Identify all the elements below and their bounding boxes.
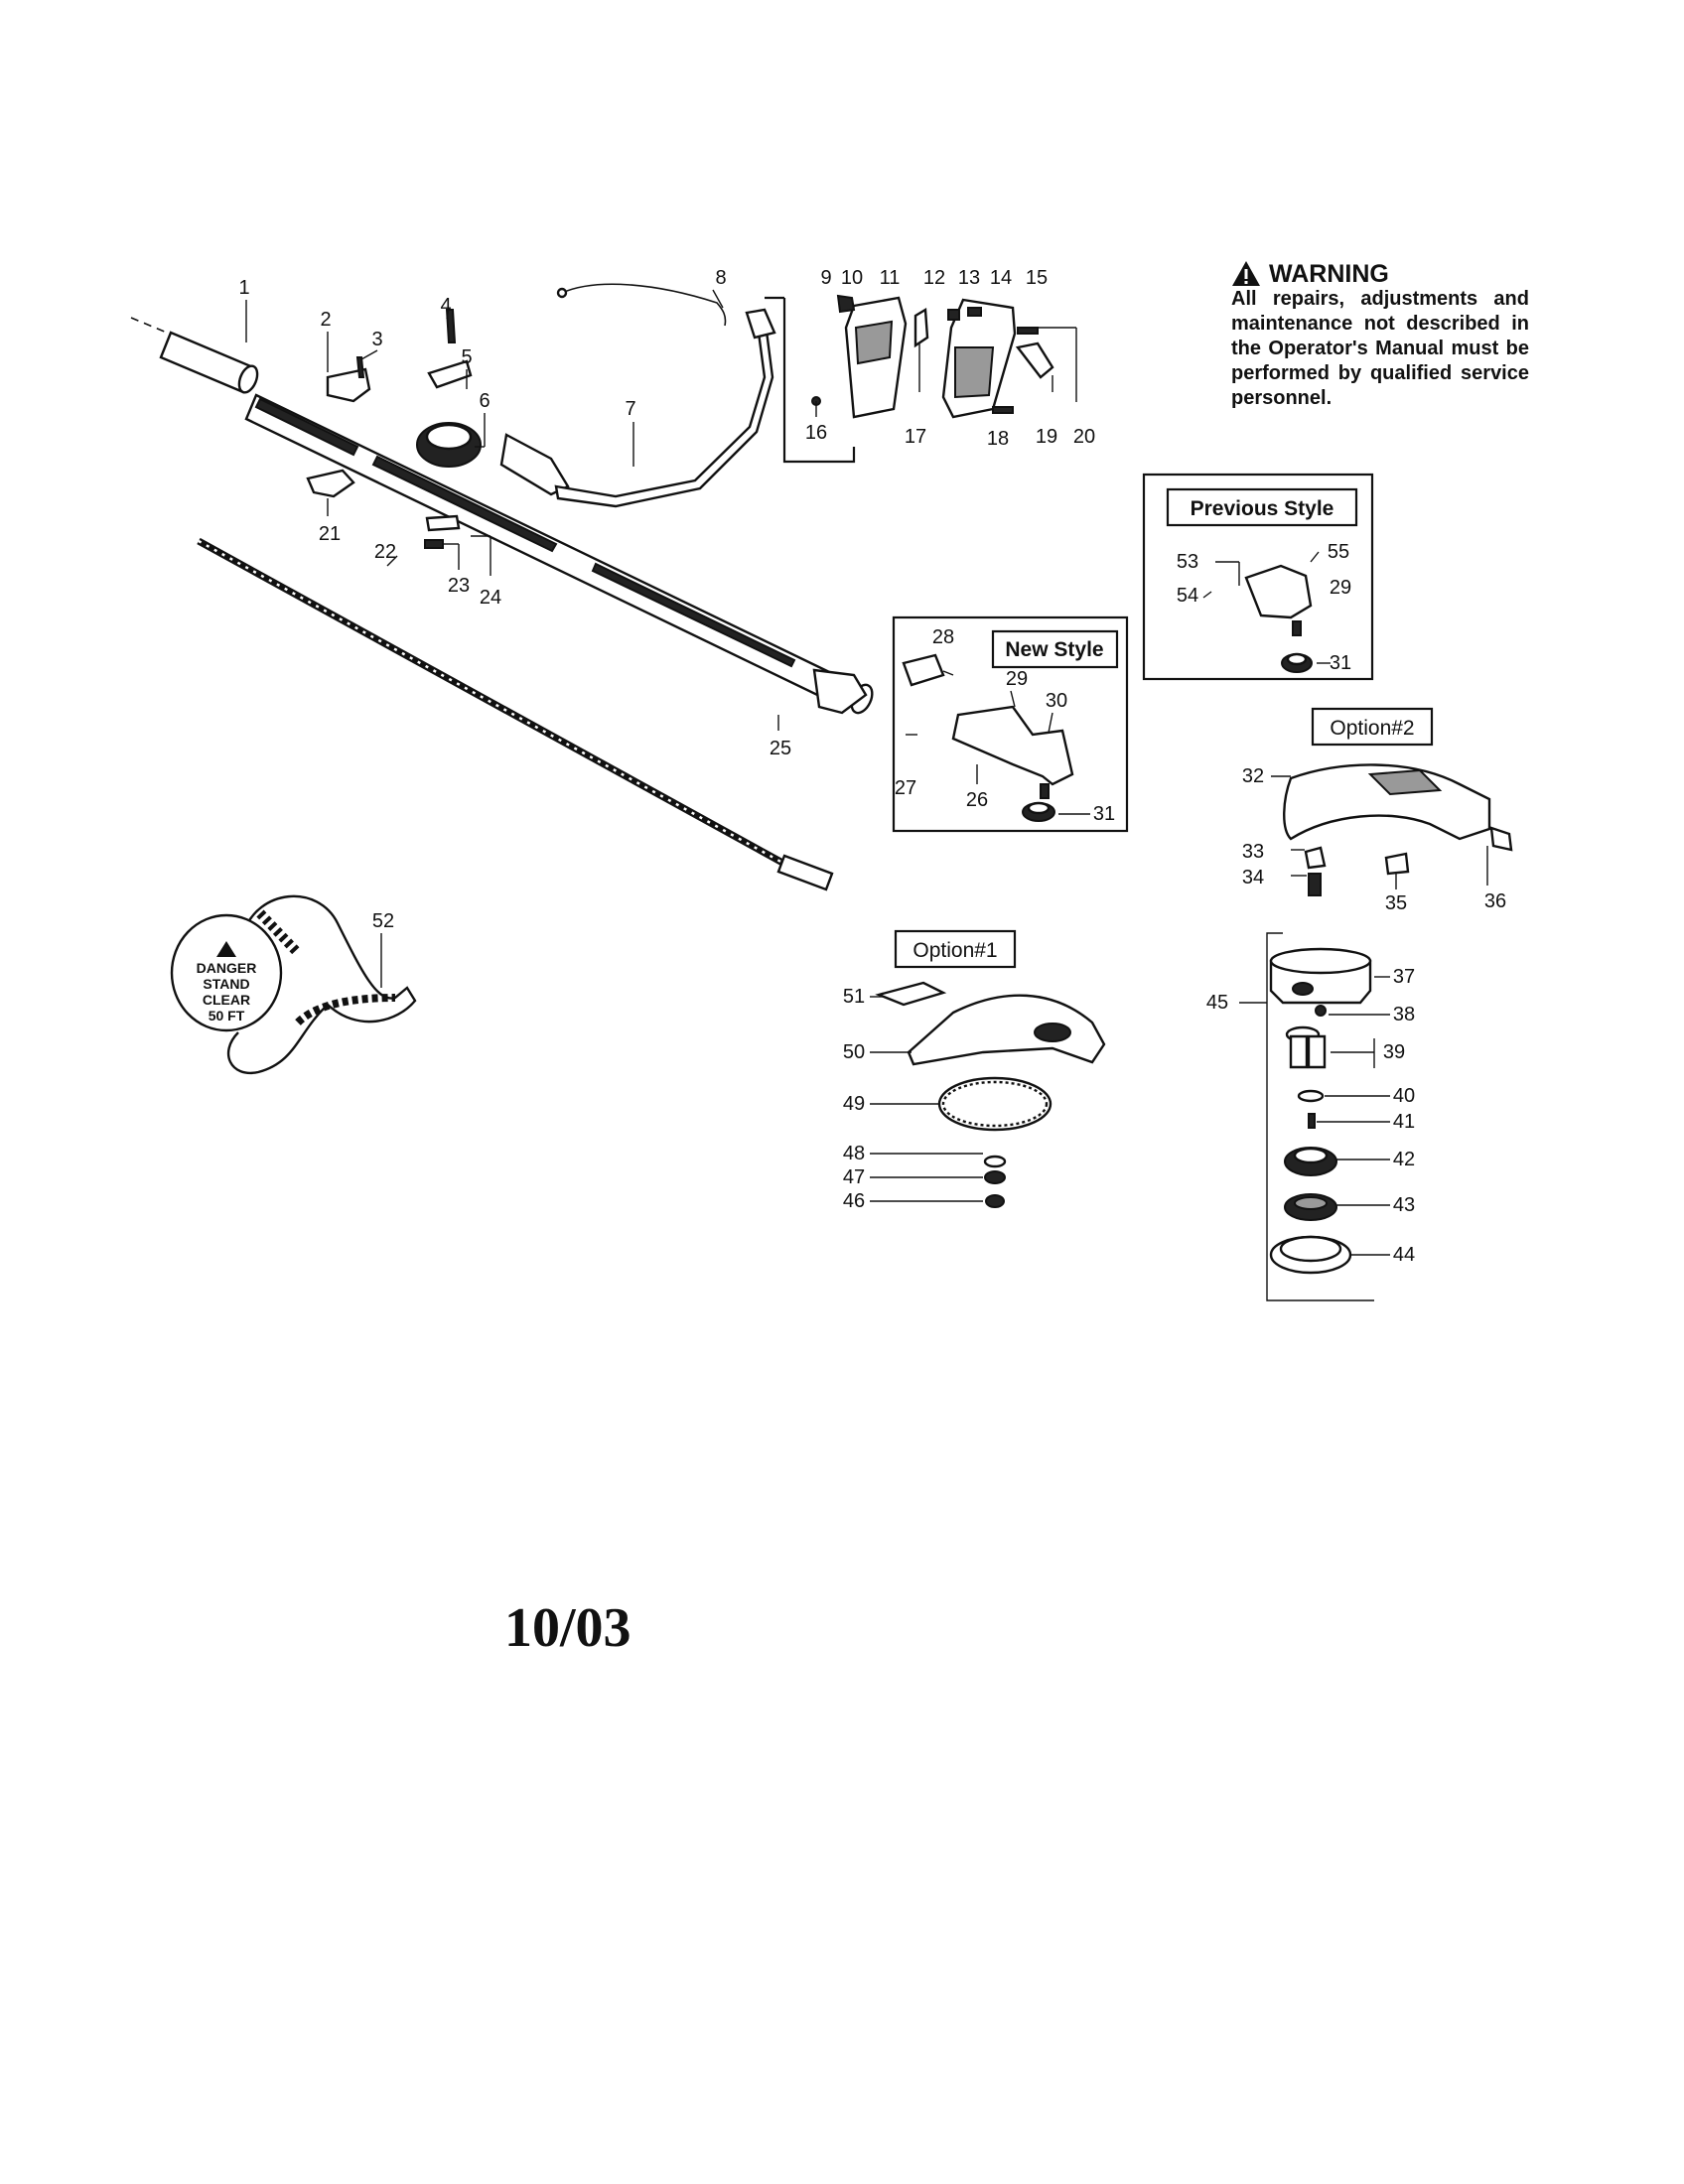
label-40: 40 xyxy=(1393,1085,1415,1107)
label-8: 8 xyxy=(715,267,726,289)
label-23: 23 xyxy=(448,575,470,597)
label-48: 48 xyxy=(843,1143,865,1164)
leader-lines xyxy=(245,289,1488,1256)
label-24: 24 xyxy=(480,587,501,609)
label-29-previous: 29 xyxy=(1330,577,1351,599)
label-28: 28 xyxy=(932,626,954,648)
shaft-assembly xyxy=(130,309,874,891)
flex-drive-shaft xyxy=(197,537,834,891)
label-7: 7 xyxy=(625,398,635,420)
label-22: 22 xyxy=(374,541,396,563)
danger-sticker xyxy=(170,913,283,1032)
label-12: 12 xyxy=(923,267,945,289)
label-9: 9 xyxy=(820,267,831,289)
label-29-new: 29 xyxy=(1006,668,1028,690)
warning-body: All repairs, adjustments and maintenance… xyxy=(1231,288,1529,409)
label-15: 15 xyxy=(1026,267,1048,289)
label-42: 42 xyxy=(1393,1149,1415,1170)
label-19: 19 xyxy=(1036,426,1057,448)
warning-notice: WARNING All repairs, adjustments and mai… xyxy=(1231,260,1529,411)
label-37: 37 xyxy=(1393,966,1415,988)
label-53: 53 xyxy=(1177,551,1198,573)
label-21: 21 xyxy=(319,523,341,545)
sticker-line-4: 50 FT xyxy=(209,1008,245,1024)
label-31-new: 31 xyxy=(1093,803,1115,825)
label-13: 13 xyxy=(958,267,980,289)
label-47: 47 xyxy=(843,1166,865,1188)
option1-blade: Option#1 xyxy=(875,929,1106,1208)
label-3: 3 xyxy=(371,329,382,350)
throttle-grip xyxy=(811,294,1054,419)
label-55: 55 xyxy=(1328,541,1349,563)
handle-clip xyxy=(427,359,473,389)
knob-bolt xyxy=(445,309,457,343)
sticker-line-1: DANGER xyxy=(197,960,257,976)
label-35: 35 xyxy=(1385,892,1407,914)
label-50: 50 xyxy=(843,1041,865,1063)
option1-label: Option#1 xyxy=(912,939,997,962)
label-34: 34 xyxy=(1242,867,1264,888)
sticker-line-3: CLEAR xyxy=(203,992,250,1008)
label-1: 1 xyxy=(238,277,249,299)
label-46: 46 xyxy=(843,1190,865,1212)
throttle-wire xyxy=(561,283,727,327)
label-5: 5 xyxy=(461,346,472,368)
label-52: 52 xyxy=(372,910,394,932)
label-41: 41 xyxy=(1393,1111,1415,1133)
label-14: 14 xyxy=(990,267,1012,289)
label-43: 43 xyxy=(1393,1194,1415,1216)
option2-label: Option#2 xyxy=(1330,717,1414,740)
new-style-label: New Style xyxy=(1005,638,1103,661)
label-16: 16 xyxy=(805,422,827,444)
label-36: 36 xyxy=(1484,890,1506,912)
label-30: 30 xyxy=(1046,690,1067,712)
label-31-previous: 31 xyxy=(1330,652,1351,674)
label-18: 18 xyxy=(987,428,1009,450)
new-style-panel: New Style xyxy=(892,615,1129,833)
label-2: 2 xyxy=(320,309,331,331)
clamp-knob xyxy=(416,422,482,468)
label-54: 54 xyxy=(1177,585,1198,607)
grip-sleeve xyxy=(159,331,259,394)
label-4: 4 xyxy=(440,295,451,317)
trimmer-head xyxy=(1266,932,1374,1301)
handle-group-bracket xyxy=(765,296,856,464)
label-49: 49 xyxy=(843,1093,865,1115)
part-number-labels: 1 2 3 4 5 6 7 8 9 10 11 12 13 14 15 16 1… xyxy=(238,267,1506,1266)
drive-tube xyxy=(244,393,874,715)
previous-style-panel: Previous Style xyxy=(1142,473,1374,681)
tube-screw xyxy=(424,539,444,549)
label-45: 45 xyxy=(1206,992,1228,1014)
label-39: 39 xyxy=(1383,1041,1405,1063)
label-32: 32 xyxy=(1242,765,1264,787)
label-17: 17 xyxy=(905,426,926,448)
sticker-line-2: STAND xyxy=(203,976,249,992)
loop-handle xyxy=(499,308,776,508)
label-27: 27 xyxy=(895,777,916,799)
label-6: 6 xyxy=(479,390,490,412)
label-11: 11 xyxy=(880,267,901,289)
lower-bracket xyxy=(306,469,355,498)
label-20: 20 xyxy=(1073,426,1095,448)
previous-style-label: Previous Style xyxy=(1191,497,1334,520)
label-38: 38 xyxy=(1393,1004,1415,1025)
bracket-screw xyxy=(355,356,365,378)
label-51: 51 xyxy=(843,986,865,1008)
option2-guard: Option#2 xyxy=(1283,707,1513,896)
label-33: 33 xyxy=(1242,841,1264,863)
label-44: 44 xyxy=(1393,1244,1415,1266)
warning-triangle-icon xyxy=(1232,261,1260,286)
label-25: 25 xyxy=(770,738,791,759)
label-10: 10 xyxy=(841,267,863,289)
warning-title: WARNING xyxy=(1269,259,1389,288)
revision-date: 10/03 xyxy=(504,1597,632,1659)
label-26: 26 xyxy=(966,789,988,811)
harness: DANGER STAND CLEAR 50 FT xyxy=(170,894,417,1075)
tube-clip xyxy=(425,514,461,532)
